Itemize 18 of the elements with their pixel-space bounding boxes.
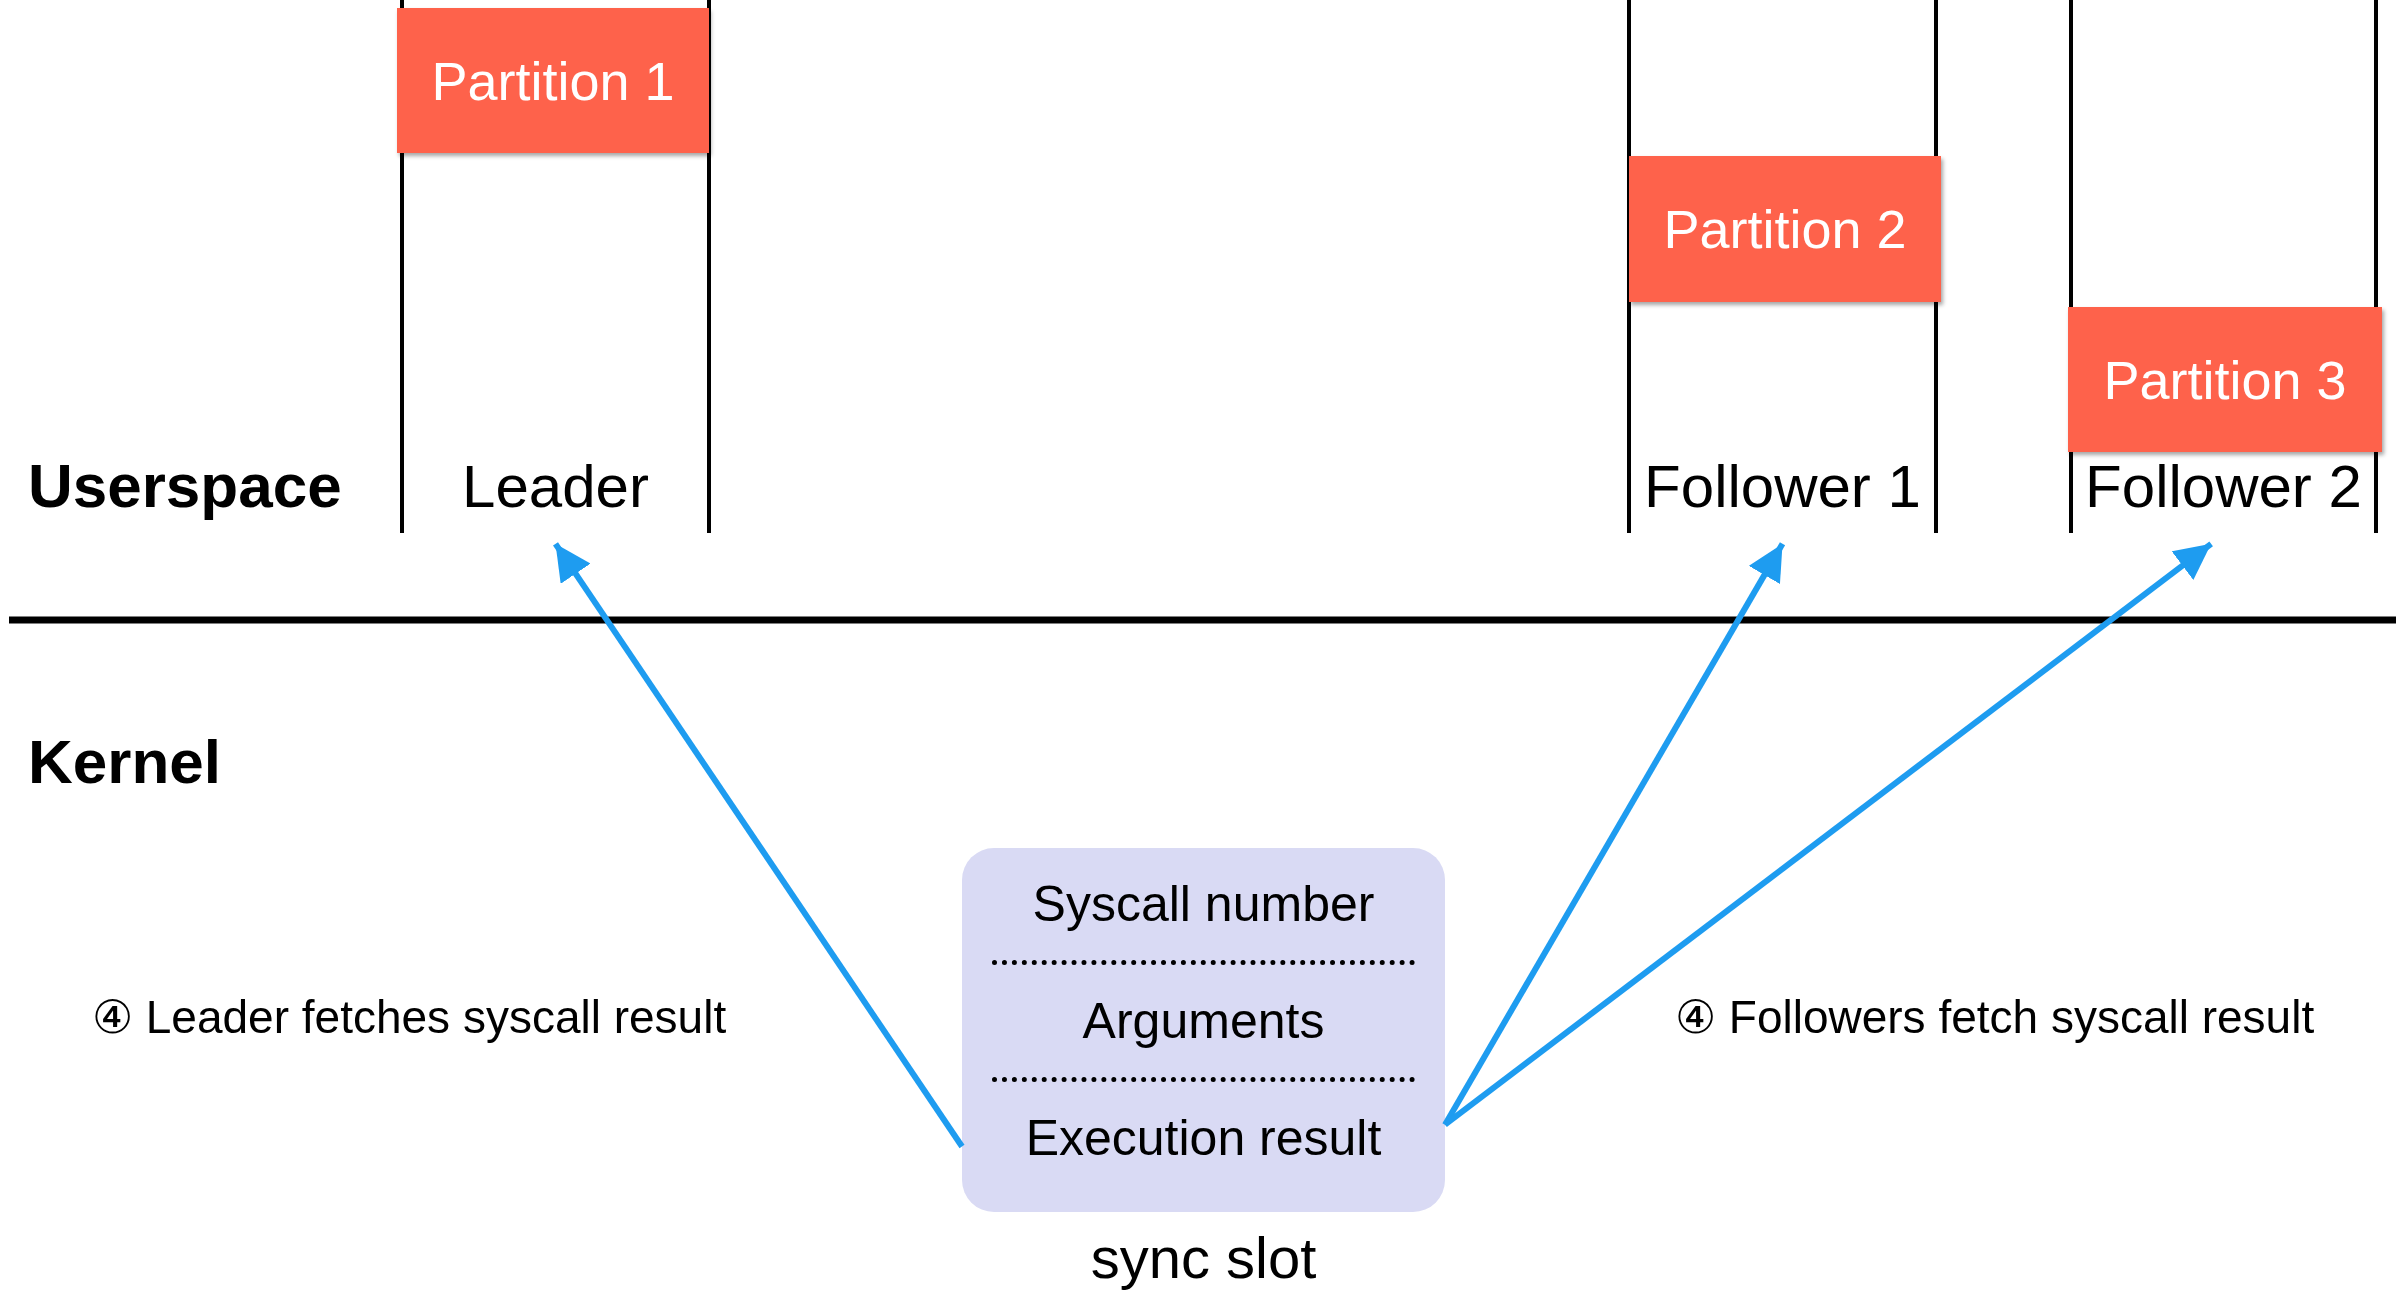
layer-label: Kernel: [28, 726, 221, 797]
arrow: [553, 542, 965, 1149]
column-label: Follower 1: [1643, 452, 1922, 521]
field-label: Syscall number: [1032, 875, 1375, 933]
column-label: Follower 2: [2084, 452, 2363, 521]
layer-label: Userspace: [28, 450, 342, 521]
process-column: [400, 0, 711, 533]
partition-box: Partition 1: [397, 8, 709, 153]
field-label: Execution result: [1025, 1109, 1382, 1167]
partition-box: Partition 3: [2068, 307, 2382, 452]
sync-slot-box: [962, 848, 1445, 1212]
column-label: Leader: [461, 452, 650, 521]
process-column: [1627, 0, 1938, 533]
arrow: [1442, 542, 1786, 1127]
partition-box: Partition 2: [1629, 156, 1941, 302]
arrow: [1443, 541, 2213, 1128]
slot-caption: sync slot: [1089, 1224, 1318, 1291]
field-label: Arguments: [1082, 992, 1325, 1050]
